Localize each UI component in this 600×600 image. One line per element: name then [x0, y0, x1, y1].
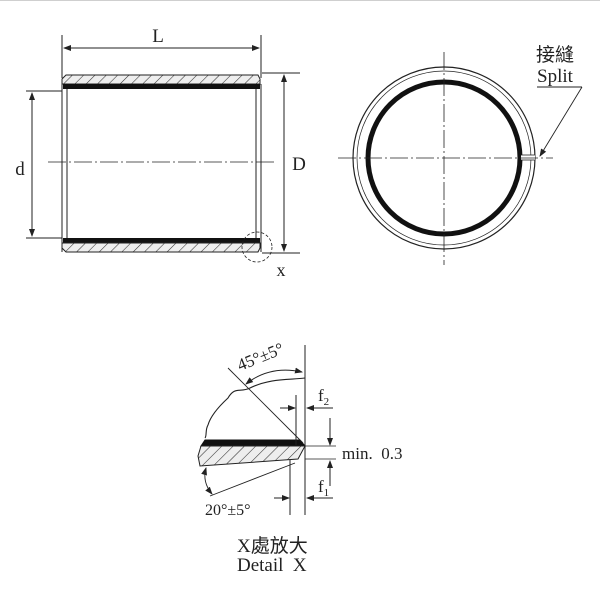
outer-diameter-label: D: [292, 154, 306, 175]
f1-subscript: 1: [324, 487, 330, 499]
split-label-en: Split: [537, 66, 574, 87]
chamfer-angle-bottom: 20°±5°: [205, 502, 251, 519]
min-thickness-label: min. 0.3: [342, 444, 402, 463]
front-section-view: [26, 35, 300, 263]
length-label: L: [152, 26, 164, 47]
detail-title-en: Detail X: [237, 555, 307, 576]
top-border: [0, 0, 600, 1]
detail-marker-label: x: [277, 260, 286, 280]
f2-subscript: 2: [324, 396, 330, 408]
f1-letter: f: [318, 477, 324, 496]
inner-diameter-label: d: [15, 159, 25, 180]
f2-label: f2: [318, 386, 329, 408]
chamfer-angle-top: 45°±5°: [234, 339, 286, 375]
f1-label: f1: [318, 477, 329, 499]
split-label-cn: 接縫: [536, 44, 574, 66]
f2-letter: f: [318, 386, 324, 405]
detail-x-view: [197, 345, 336, 515]
end-view: [338, 52, 583, 265]
detail-title-cn: X處放大: [237, 535, 308, 557]
